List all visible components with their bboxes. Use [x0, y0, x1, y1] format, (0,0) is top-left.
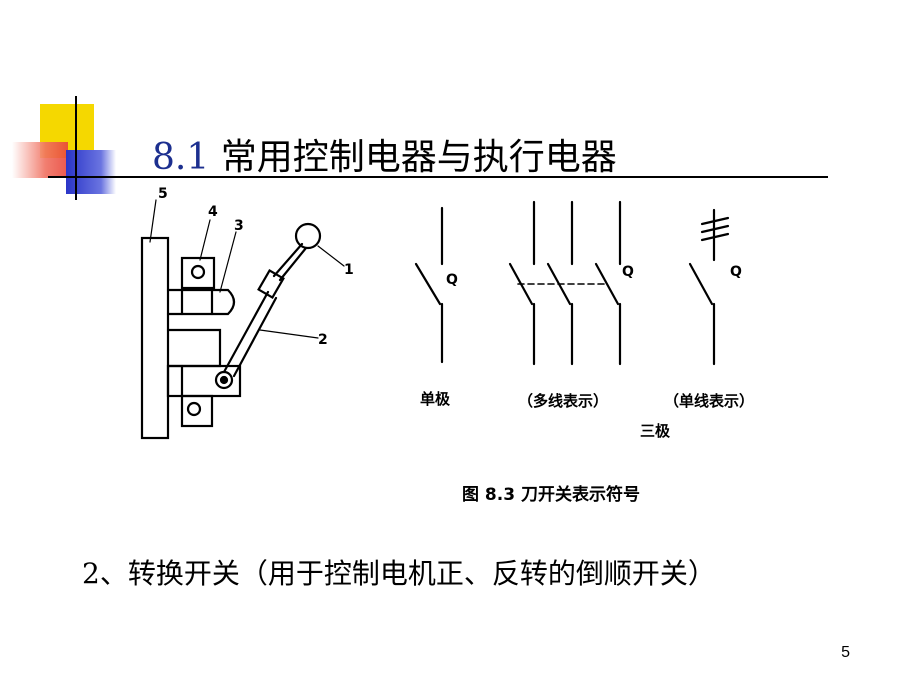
label-multiline: （多线表示） [518, 392, 608, 410]
single-pole-symbol [414, 206, 444, 364]
body-text: 2、转换开关（用于控制电机正、反转的倒顺开关） [82, 557, 716, 590]
upper-terminal-screw [190, 264, 206, 280]
deco-blue-square [66, 150, 116, 194]
deco-vertical-line [75, 96, 77, 200]
part-label-2: 2 [318, 332, 328, 348]
label-three-pole: 三极 [640, 422, 671, 440]
title-number: 8.1 [152, 137, 210, 178]
part-label-4: 4 [208, 204, 218, 220]
blade-collar [257, 268, 285, 300]
title-text: 常用控制电器与执行电器 [220, 137, 617, 178]
three-pole-singleline-symbol [688, 208, 730, 366]
hinge-block [166, 364, 242, 398]
label-singleline: （单线表示） [664, 392, 754, 410]
single-pole-q: Q [446, 272, 458, 288]
knife-blade [222, 290, 270, 374]
knife-switch-figure: 5 4 3 1 2 Q Q Q 单极 （多线表示） （单线表示） 三极 [140, 186, 754, 440]
base-plate [140, 236, 170, 440]
lower-terminal [180, 394, 214, 428]
handle-knob [294, 222, 322, 250]
label-single-pole: 单极 [420, 390, 451, 408]
part-label-1: 1 [344, 262, 354, 278]
upper-terminal [180, 256, 216, 290]
switch-body [166, 328, 222, 368]
figure-caption: 图 8.3 刀开关表示符号 [462, 485, 640, 505]
part-label-5: 5 [158, 186, 168, 202]
page-number: 5 [841, 644, 850, 661]
deco-red-square [12, 142, 68, 178]
multiline-q: Q [622, 264, 634, 280]
singleline-q: Q [730, 264, 742, 280]
title-underline [48, 176, 828, 178]
part-label-3: 3 [234, 218, 244, 234]
slide-title: 8.1 常用控制电器与执行电器 [152, 128, 617, 180]
three-pole-multiline-symbol [508, 200, 622, 366]
static-contact [166, 288, 236, 316]
